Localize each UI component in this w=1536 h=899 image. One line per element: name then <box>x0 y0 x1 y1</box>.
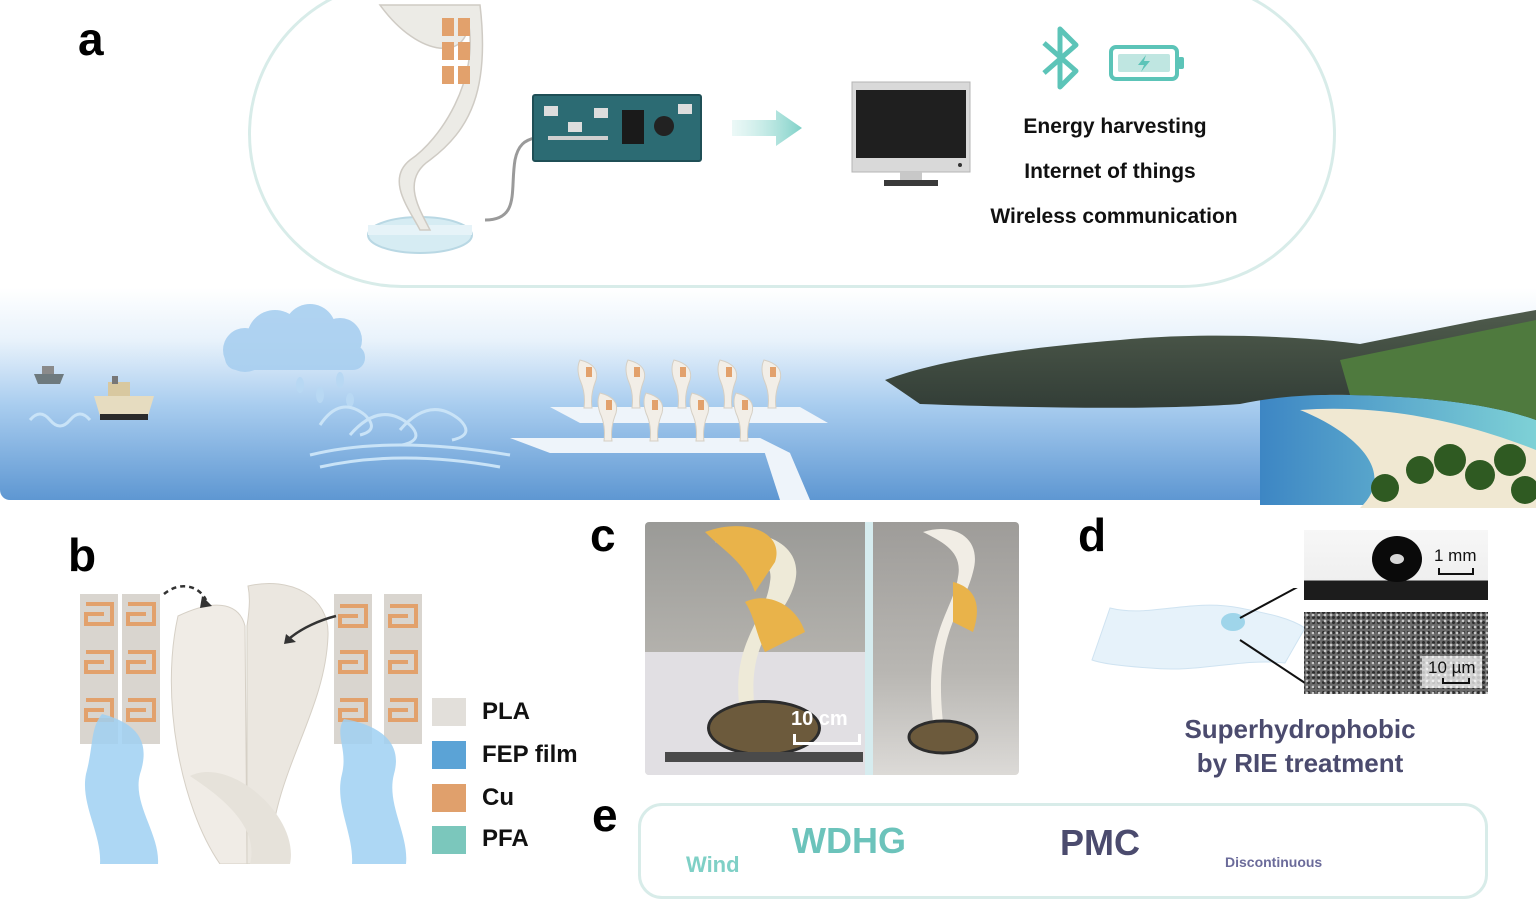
sem-micrograph: 10 µm <box>1304 612 1488 694</box>
arrow-right-icon <box>732 110 802 146</box>
scale-bar-label-10cm: 10 cm <box>791 708 848 730</box>
legend-label-pfa: PFA <box>482 825 529 852</box>
material-legend: PLA FEP film Cu PFA <box>432 698 602 864</box>
partial-label-wind: Wind <box>686 852 740 877</box>
caption-superhydrophobic: Superhydrophobic <box>1184 714 1416 744</box>
legend-swatch-cu <box>432 784 466 812</box>
turbine-array-platform <box>510 359 828 500</box>
legend-swatch-pla <box>432 698 466 726</box>
legend-label-cu: Cu <box>482 784 514 811</box>
panel-label-e: e <box>592 789 618 841</box>
bluetooth-icon <box>1042 26 1079 90</box>
panel-label-d: d <box>1078 509 1107 561</box>
panel-label-b: b <box>68 529 97 581</box>
title-pmc: PMC <box>1060 822 1140 863</box>
turbine-illustration <box>367 4 484 254</box>
photo-prototype-right <box>873 522 1019 775</box>
scale-label-1mm: 1 mm <box>1434 546 1477 565</box>
ship-large-icon <box>94 376 154 420</box>
wire-connection <box>484 136 536 222</box>
legend-label-fep: FEP film <box>482 741 578 768</box>
turbine-blade-model <box>163 582 337 864</box>
title-wdhg: WDHG <box>792 820 906 861</box>
contact-angle-image: 1 mm <box>1304 530 1488 600</box>
panel-label-c: c <box>590 509 616 561</box>
scale-bar-10um <box>1442 678 1470 684</box>
scale-label-10um: 10 µm <box>1428 658 1476 677</box>
coastline-landscape <box>885 310 1536 508</box>
waves-illustration <box>28 405 511 469</box>
circuit-board-icon <box>532 94 702 162</box>
photo-divider <box>865 522 873 775</box>
scale-bar-1mm <box>1438 568 1474 575</box>
ship-small-icon <box>34 366 64 384</box>
legend-label-pla: PLA <box>482 698 530 725</box>
electrode-array-right <box>334 594 422 864</box>
feature-wireless-communication: Wireless communication <box>990 205 1238 228</box>
feature-energy-harvesting: Energy harvesting <box>1023 115 1207 138</box>
battery-icon <box>1109 45 1184 81</box>
electrode-array-left <box>80 594 160 864</box>
feature-internet-of-things: Internet of things <box>1024 160 1196 183</box>
monitor-icon <box>851 81 971 186</box>
treated-film-sheet <box>1091 588 1306 684</box>
cloud-rain-icon <box>223 304 365 407</box>
panel-a-capsule <box>248 0 1336 288</box>
legend-swatch-pfa <box>432 826 466 854</box>
photo-prototype-left: 10 cm <box>645 522 865 775</box>
caption-rie-treatment: by RIE treatment <box>1196 748 1404 778</box>
panel-label-a: a <box>78 13 104 65</box>
partial-label-discontinuous: Discontinuous <box>1225 854 1323 870</box>
legend-swatch-fep <box>432 741 466 769</box>
scale-bar-10cm <box>793 734 861 745</box>
